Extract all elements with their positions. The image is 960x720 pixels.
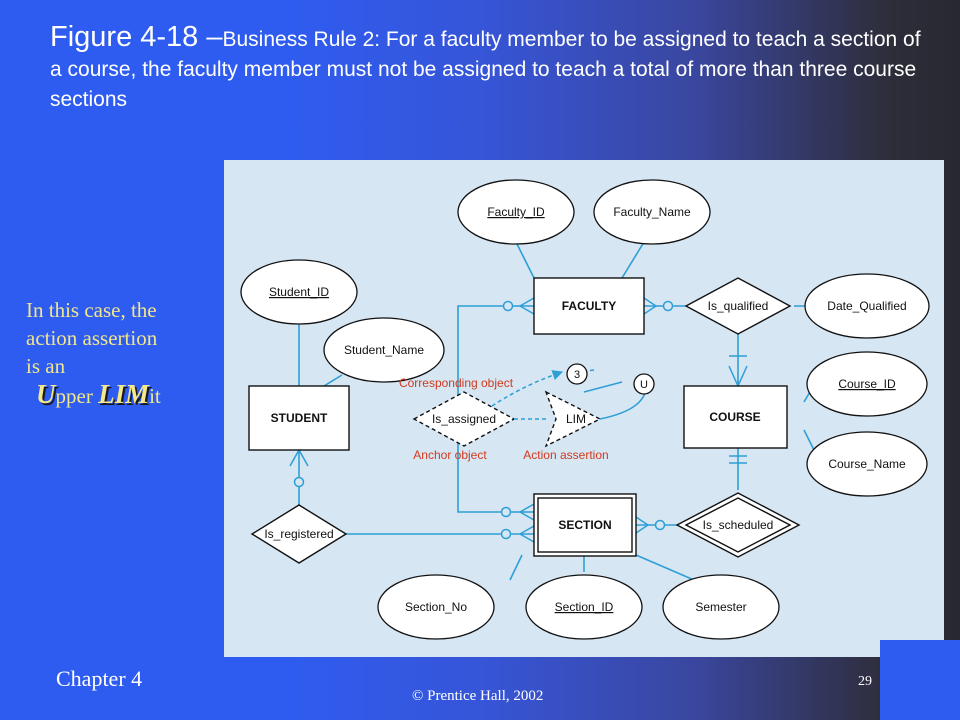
crowfoot-section-faculty-a [519, 503, 535, 513]
optional-mark-section-faculty [500, 506, 512, 518]
lim-shape [544, 390, 602, 448]
line-course-coursename [803, 429, 815, 451]
figure-caption: Business Rule 2: For a faculty member to… [50, 28, 921, 111]
label-section: SECTION [558, 518, 611, 532]
attr-semester [662, 574, 780, 640]
label-is-qualified: Is_qualified [708, 299, 769, 313]
attr-course-name [806, 431, 928, 497]
crowfoot-faculty-b [519, 305, 535, 315]
label-value: 3 [574, 369, 580, 381]
label-faculty: FACULTY [562, 299, 616, 313]
attr-course-id [806, 351, 928, 417]
optional-mark-student [293, 476, 305, 488]
line-semester-section [635, 554, 695, 581]
er-diagram-panel: Faculty_ID Faculty_Name Student_ID Stude… [224, 160, 944, 657]
attr-student-name [323, 317, 445, 383]
attr-faculty-id [457, 179, 575, 245]
label-course-name: Course_Name [828, 457, 906, 471]
annotation-anchor-object: Anchor object [413, 448, 487, 462]
relationship-diamonds [250, 277, 801, 564]
upper-limit-u: U [36, 379, 56, 409]
rel-is-scheduled-inner [684, 497, 792, 553]
crowfoot-section-student-b [519, 533, 535, 543]
entity-section-inner [537, 497, 633, 553]
slide-title: Figure 4-18 –Business Rule 2: For a facu… [50, 22, 930, 115]
rel-is-qualified [684, 277, 792, 335]
optional-mark-isqualified [662, 300, 674, 312]
figure-number: Figure 4-18 – [50, 21, 223, 53]
line-facultyid-faculty [515, 241, 535, 279]
annotation-corresponding-object: Corresponding object [399, 376, 514, 390]
attr-date-qualified [804, 273, 930, 339]
line-lim-value [583, 381, 623, 393]
attr-section-id [525, 574, 643, 640]
side-note: In this case, the action assertion is an… [26, 296, 216, 410]
side-note-line1: In this case, the [26, 298, 157, 322]
upper-limit-it: it [149, 384, 161, 408]
label-semester: Semester [695, 600, 746, 614]
label-date-qualified: Date_Qualified [827, 299, 906, 313]
attr-section-no [377, 574, 495, 640]
label-lim: LIM [566, 412, 586, 426]
label-is-scheduled: Is_scheduled [703, 518, 774, 532]
label-student-name: Student_Name [344, 343, 424, 357]
crowfoot-isqualified-a [643, 297, 657, 307]
attribute-ellipses [240, 179, 930, 640]
crowfoot-student-b [298, 449, 309, 467]
label-course-id: Course_ID [838, 377, 896, 391]
optional-mark-faculty [502, 300, 514, 312]
footer-chapter: Chapter 4 [56, 666, 143, 691]
corner-decoration [880, 640, 960, 720]
upper-limit-pper: pper [55, 384, 99, 408]
label-is-assigned: Is_assigned [432, 412, 496, 426]
entity-course [683, 385, 788, 449]
er-diagram: Faculty_ID Faculty_Name Student_ID Stude… [240, 179, 930, 640]
crowfoot-course-a [728, 365, 739, 387]
crowfoot-course-b [737, 365, 748, 387]
line-corresponding-arrow [491, 370, 563, 407]
side-note-line2: action assertion [26, 326, 158, 350]
label-course: COURSE [709, 410, 760, 424]
crowfoot-section-faculty-b [519, 511, 535, 521]
crowfoot-scheduled-b [635, 524, 649, 534]
crowfoot-isqualified-b [643, 305, 657, 315]
u-circle [633, 373, 655, 395]
attr-student-id [240, 259, 358, 325]
footer-page-number: 29 [858, 674, 872, 689]
annotation-labels: Corresponding object Anchor object Actio… [399, 376, 609, 462]
entity-faculty [533, 277, 645, 335]
label-section-no: Section_No [405, 600, 467, 614]
label-is-registered: Is_registered [264, 527, 333, 541]
crowfoot-faculty-a [519, 297, 535, 307]
value-circle [566, 363, 588, 385]
line-studentname-student [323, 374, 343, 387]
constraint-circles [566, 363, 655, 395]
label-faculty-name: Faculty_Name [613, 205, 691, 219]
label-student-id: Student_ID [269, 285, 329, 299]
label-u: U [640, 379, 648, 391]
label-faculty-id: Faculty_ID [487, 205, 545, 219]
footer-copyright: © Prentice Hall, 2002 [412, 688, 544, 704]
attr-faculty-name [593, 179, 711, 245]
line-sectionno-section [509, 554, 523, 581]
upper-limit-label: Upper LIMit [36, 380, 216, 410]
cardinality-marks [289, 297, 748, 543]
label-section-id: Section_ID [555, 600, 614, 614]
label-student: STUDENT [271, 411, 328, 425]
side-note-line3: is an [26, 354, 66, 378]
line-facultyname-faculty [621, 241, 645, 279]
upper-limit-lim: LIM [98, 379, 150, 409]
rel-is-registered [250, 504, 348, 564]
entity-student [248, 385, 350, 451]
diagram-labels: Faculty_ID Faculty_Name Student_ID Stude… [264, 205, 906, 614]
optional-mark-section-student [500, 528, 512, 540]
optional-mark-scheduled [654, 519, 666, 531]
crowfoot-section-student-a [519, 525, 535, 535]
entity-boxes [248, 277, 788, 557]
annotation-action-assertion: Action assertion [523, 448, 608, 462]
crowfoot-student-a [289, 449, 300, 467]
crowfoot-scheduled-a [635, 516, 649, 526]
